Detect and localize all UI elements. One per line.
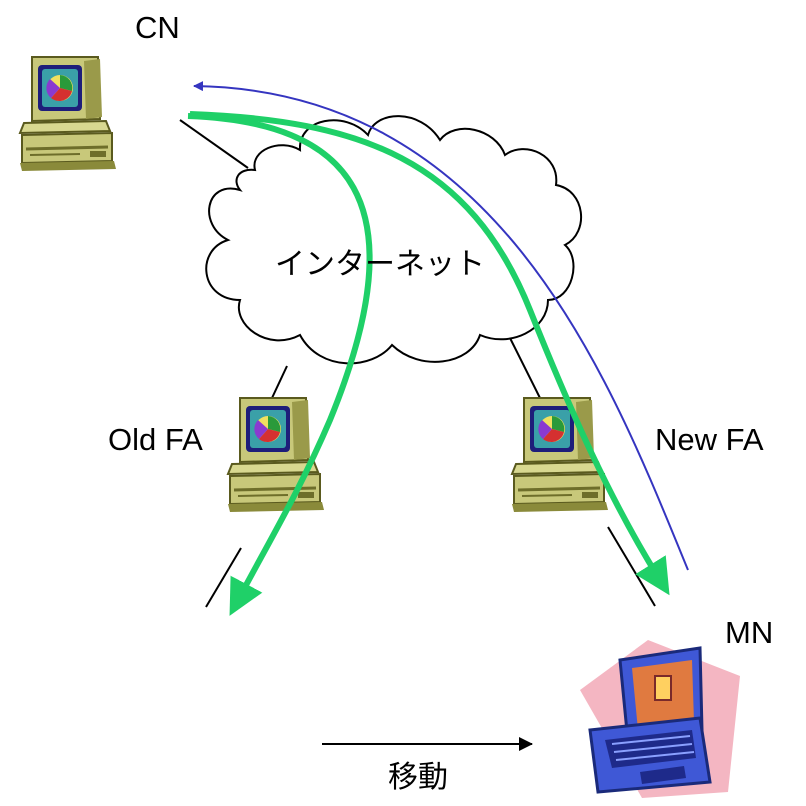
move-label: 移動 xyxy=(388,760,448,795)
tunnel-path-mn-arrow-icon xyxy=(189,111,670,596)
newfa-wire-line xyxy=(607,526,656,607)
oldfa-wire-line xyxy=(205,547,242,608)
old-fa-computer-icon xyxy=(226,396,326,514)
mn-laptop-icon xyxy=(580,640,740,798)
new-fa-label: New FA xyxy=(655,422,764,457)
internet-label: インターネット xyxy=(275,247,485,282)
oldfa-link-line xyxy=(271,365,288,399)
cn-link-line xyxy=(179,119,249,169)
mn-label: MN xyxy=(725,615,774,650)
cn-label: CN xyxy=(135,10,180,45)
tunnel-path-old-fa-arrow-icon xyxy=(187,113,373,616)
newfa-link-line xyxy=(509,337,541,399)
old-fa-label: Old FA xyxy=(108,422,203,457)
cn-computer-icon xyxy=(18,55,118,173)
reply-path-arrow-icon xyxy=(193,81,689,571)
internet-cloud-icon xyxy=(205,115,582,365)
